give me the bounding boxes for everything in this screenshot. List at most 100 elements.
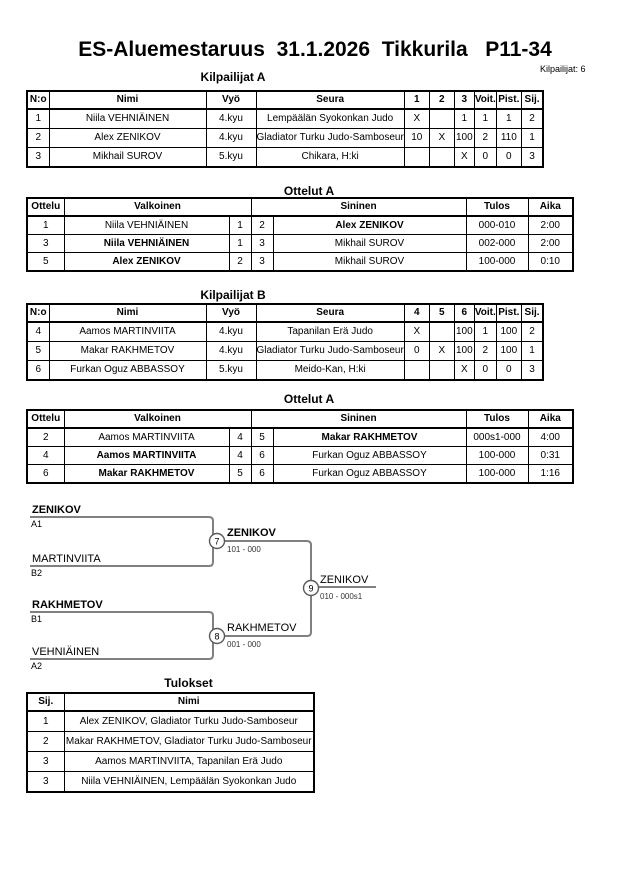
col-header: Aika (527, 409, 574, 429)
match-number-circle (208, 627, 226, 645)
place-cell: 3 (520, 147, 544, 168)
blue-competitor: Mikhail SUROV (272, 234, 467, 253)
blue-number: 2 (250, 215, 274, 235)
white-number: 1 (228, 234, 252, 253)
competitor-belt: 4.kyu (205, 321, 257, 342)
col-header: Voit. (473, 303, 497, 323)
competitor-number: 5 (26, 341, 50, 361)
table-row: 3 Niila VEHNIÄINEN 1 3 Mikhail SUROV 002… (26, 234, 574, 253)
col-header: Voit. (473, 90, 497, 110)
competitor-belt: 4.kyu (205, 128, 257, 148)
match-result: 100-000 (465, 446, 529, 465)
table-header-row: N:o Nimi Vyö Seura 4 5 6 Voit. Pist. Sij… (26, 303, 544, 323)
pool-cell: 1 (453, 108, 475, 129)
match-result: 002-000 (465, 234, 529, 253)
wins-cell: 0 (473, 360, 497, 381)
result-name: Alex ZENIKOV, Gladiator Turku Judo-Sambo… (63, 710, 315, 732)
medal-bracket: ZENIKOV A1 MARTINVIITA B2 RAKHMETOV B1 V… (30, 504, 376, 671)
bracket-slot-name: RAKHMETOV (32, 599, 103, 611)
bracket-connector (224, 540, 312, 580)
pool-cell: X (403, 108, 430, 129)
blue-competitor: Mikhail SUROV (272, 252, 467, 272)
col-header: 1 (403, 90, 430, 110)
result-place: 1 (26, 710, 65, 732)
pool-cell: X (428, 128, 455, 148)
table-row: 6 Furkan Oguz ABBASSOY 5.kyu Meido-Kan, … (26, 360, 544, 381)
competitor-club: Lempäälän Syokonkan Judo (255, 108, 405, 129)
bracket-connector (224, 596, 312, 637)
pool-cell: 100 (453, 341, 475, 361)
col-header: Pist. (495, 303, 522, 323)
result-place: 3 (26, 771, 65, 793)
results-label: Tulokset (164, 676, 213, 690)
wins-cell: 2 (473, 128, 497, 148)
col-header: 4 (403, 303, 430, 323)
results-table: Sij. Nimi 1 Alex ZENIKOV, Gladiator Turk… (26, 692, 315, 793)
bracket-match-score: 001 - 000 (227, 640, 261, 649)
white-competitor: Niila VEHNIÄINEN (63, 234, 230, 253)
competitor-number: 6 (26, 360, 50, 381)
place-cell: 2 (520, 108, 544, 129)
competitor-belt: 4.kyu (205, 108, 257, 129)
result-name: Aamos MARTINVIITA, Tapanilan Erä Judo (63, 751, 315, 772)
col-header: Ottelu (26, 197, 65, 217)
white-competitor: Niila VEHNIÄINEN (63, 215, 230, 235)
bracket-slot-name: VEHNIÄINEN (32, 646, 99, 658)
col-header: Aika (527, 197, 574, 217)
matches-a-table: Ottelu Valkoinen Sininen Tulos Aika 1 Ni… (26, 197, 574, 272)
table-row: 6 Makar RAKHMETOV 5 6 Furkan Oguz ABBASS… (26, 464, 574, 484)
blue-number: 6 (250, 446, 274, 465)
points-cell: 100 (495, 341, 522, 361)
col-header: Pist. (495, 90, 522, 110)
pool-a-label: Kilpailijat A (200, 70, 266, 84)
competitor-club: Gladiator Turku Judo-Samboseur (255, 341, 405, 361)
table-header-row: N:o Nimi Vyö Seura 1 2 3 Voit. Pist. Sij… (26, 90, 544, 110)
pool-cell (403, 147, 430, 168)
white-number: 2 (228, 252, 252, 272)
wins-cell: 0 (473, 147, 497, 168)
match-result: 000s1-000 (465, 427, 529, 447)
blue-competitor: Furkan Oguz ABBASSOY (272, 464, 467, 484)
table-header-row: Sij. Nimi (26, 692, 315, 712)
col-header: Ottelu (26, 409, 65, 429)
pool-cell: X (403, 321, 430, 342)
page-title: ES-Aluemestaruus 31.1.2026 Tikkurila P11… (78, 38, 552, 61)
table-row: 2 Alex ZENIKOV 4.kyu Gladiator Turku Jud… (26, 128, 544, 148)
table-row: 3 Niila VEHNIÄINEN, Lempäälän Syokonkan … (26, 771, 315, 793)
col-header: Vyö (205, 303, 257, 323)
bracket-slot-seed: A2 (31, 661, 42, 671)
competitor-belt: 5.kyu (205, 147, 257, 168)
bracket-winner-name: ZENIKOV (320, 574, 369, 586)
col-header: Vyö (205, 90, 257, 110)
col-header: Tulos (465, 197, 529, 217)
col-header: Sij. (520, 303, 544, 323)
col-header: Sininen (250, 409, 467, 429)
col-header: Valkoinen (63, 409, 252, 429)
place-cell: 1 (520, 128, 544, 148)
match-time: 4:00 (527, 427, 574, 447)
bracket-slot-seed: A1 (31, 519, 42, 529)
pool-cell: X (453, 360, 475, 381)
table-row: 5 Alex ZENIKOV 2 3 Mikhail SUROV 100-000… (26, 252, 574, 272)
pool-cell: 100 (453, 321, 475, 342)
table-row: 3 Aamos MARTINVIITA, Tapanilan Erä Judo (26, 751, 315, 772)
blue-number: 3 (250, 252, 274, 272)
pool-cell: 100 (453, 128, 475, 148)
pool-cell (428, 108, 455, 129)
match-number: 6 (26, 464, 65, 484)
match-result: 100-000 (465, 252, 529, 272)
blue-number: 5 (250, 427, 274, 447)
competitor-number: 4 (26, 321, 50, 342)
competitor-name: Alex ZENIKOV (48, 128, 207, 148)
pool-cell: 10 (403, 128, 430, 148)
competitor-club: Gladiator Turku Judo-Samboseur (255, 128, 405, 148)
pool-a-table: N:o Nimi Vyö Seura 1 2 3 Voit. Pist. Sij… (26, 90, 545, 168)
match-number: 4 (26, 446, 65, 465)
matches-b-table: Ottelu Valkoinen Sininen Tulos Aika 2 Aa… (26, 409, 574, 484)
competitor-name: Makar RAKHMETOV (48, 341, 207, 361)
result-name: Makar RAKHMETOV, Gladiator Turku Judo-Sa… (63, 731, 315, 752)
match-number: 2 (26, 427, 65, 447)
competitor-club: Chikara, H:ki (255, 147, 405, 168)
competitor-number: 3 (26, 147, 50, 168)
